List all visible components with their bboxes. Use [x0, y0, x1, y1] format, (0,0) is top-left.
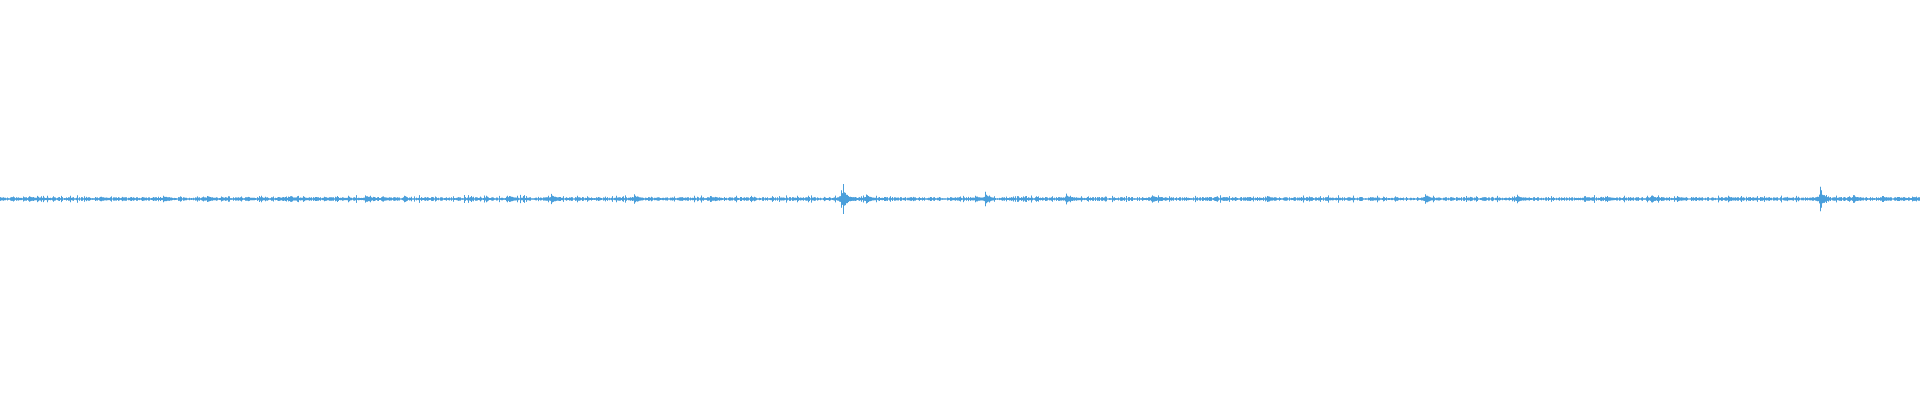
- waveform-peaks: [20, 184, 1920, 214]
- waveform-peak: [500, 196, 519, 202]
- waveform-peak: [1642, 195, 1661, 203]
- waveform-peak: [857, 194, 876, 204]
- waveform-peak: [701, 196, 720, 202]
- waveform-peak: [1719, 196, 1738, 202]
- waveform-peak: [1258, 196, 1277, 202]
- waveform-peak: [356, 195, 375, 203]
- waveform-peak: [834, 184, 853, 214]
- waveform-peak: [1903, 196, 1920, 202]
- waveform-peak: [281, 196, 300, 202]
- waveform-peak: [1873, 196, 1892, 202]
- waveform-peak: [1508, 194, 1527, 204]
- waveform-peak: [1844, 195, 1863, 203]
- waveform-peak: [966, 195, 985, 203]
- waveform-peak: [1057, 193, 1076, 205]
- waveform-peak: [542, 193, 561, 205]
- waveform-peak: [1811, 186, 1830, 212]
- waveform-peak: [373, 196, 392, 202]
- waveform-peak: [198, 196, 217, 202]
- waveform-peak: [625, 194, 644, 204]
- waveform-peak: [976, 191, 995, 207]
- waveform-peak: [154, 195, 173, 203]
- waveform-peak: [1669, 196, 1688, 202]
- waveform-peak: [1596, 196, 1615, 202]
- waveform-peak: [91, 196, 110, 202]
- waveform-peak: [1416, 194, 1435, 204]
- waveform-peak: [1143, 195, 1162, 203]
- waveform-peak: [20, 196, 39, 202]
